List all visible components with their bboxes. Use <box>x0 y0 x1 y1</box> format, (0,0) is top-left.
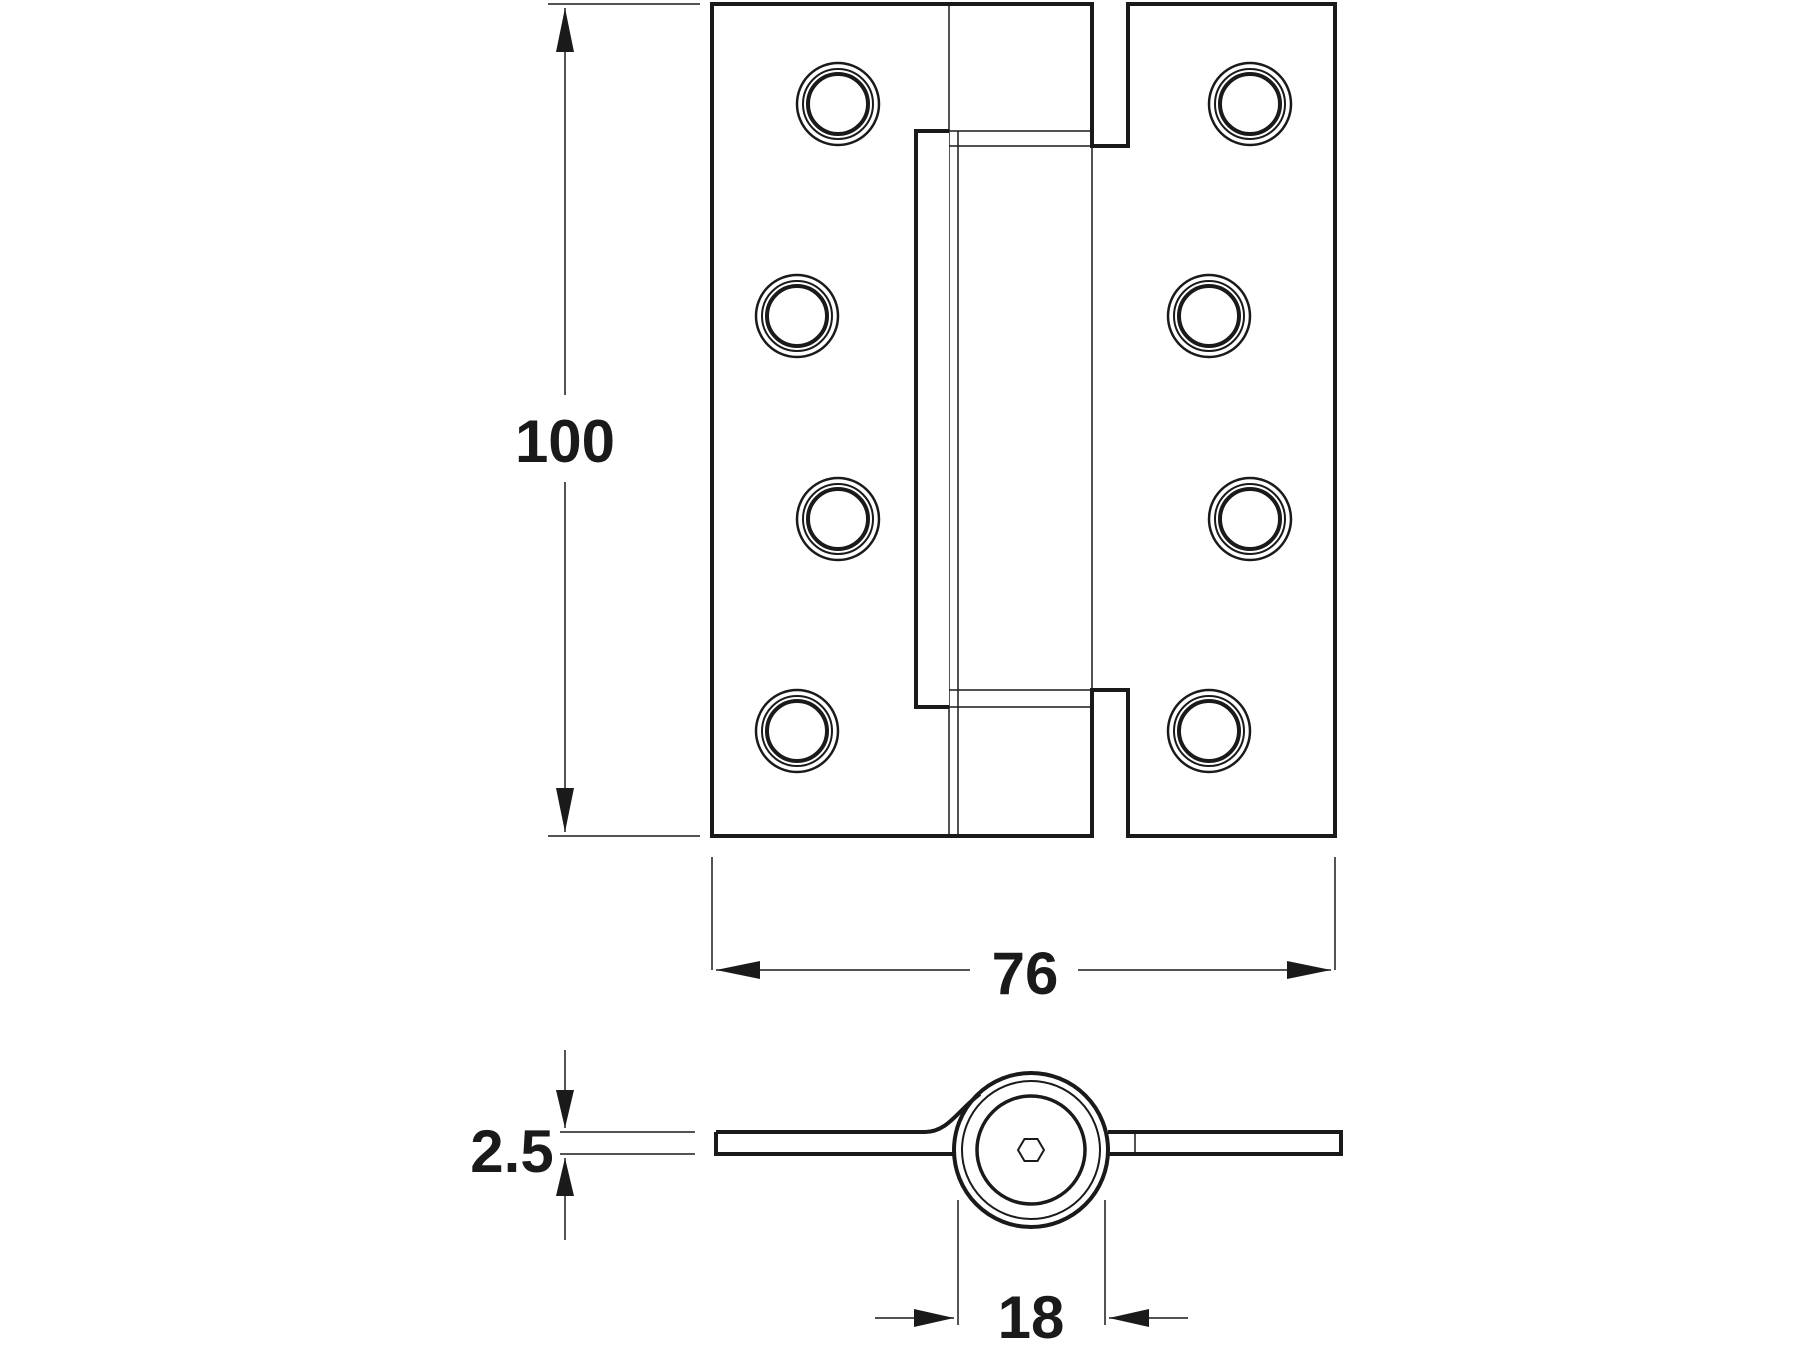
screw-holes-left <box>754 61 881 774</box>
screw-hole <box>1166 688 1252 774</box>
edge-left-leaf <box>714 1092 982 1156</box>
hinge-edge-view <box>714 1071 1343 1229</box>
screw-hole <box>1207 476 1293 562</box>
thickness-dimension: 2.5 <box>470 1050 695 1240</box>
hex-socket-icon <box>1016 1138 1046 1162</box>
screw-hole <box>754 688 840 774</box>
height-dimension: 100 <box>515 3 700 837</box>
screw-hole <box>1166 273 1252 359</box>
arrow-head-down <box>556 788 574 832</box>
arrow-head-up <box>556 1158 574 1196</box>
screw-holes-right <box>1166 61 1293 774</box>
arrow-head-left <box>1109 1309 1149 1327</box>
knuckle-label: 18 <box>998 1284 1065 1350</box>
hinge-front-view <box>710 2 1337 838</box>
arrow-head-down <box>556 1090 574 1128</box>
knuckle-middle <box>961 1080 1101 1220</box>
screw-hole <box>795 61 881 147</box>
screw-hole <box>754 273 840 359</box>
screw-hole <box>795 476 881 562</box>
spring-recess <box>914 129 949 709</box>
knuckle-outer <box>952 1071 1110 1229</box>
arrow-head-right <box>914 1309 954 1327</box>
knuckle-inner <box>975 1094 1087 1206</box>
width-dimension: 76 <box>711 857 1336 1007</box>
width-label: 76 <box>992 940 1059 1007</box>
knuckle-dimension: 18 <box>875 1200 1188 1350</box>
arrow-head-left <box>716 961 760 979</box>
height-label: 100 <box>515 408 615 475</box>
screw-hole <box>1207 61 1293 147</box>
edge-right-leaf <box>1108 1130 1343 1156</box>
arrow-head-right <box>1287 961 1331 979</box>
arrow-head-up <box>556 8 574 52</box>
thickness-label: 2.5 <box>470 1118 553 1185</box>
